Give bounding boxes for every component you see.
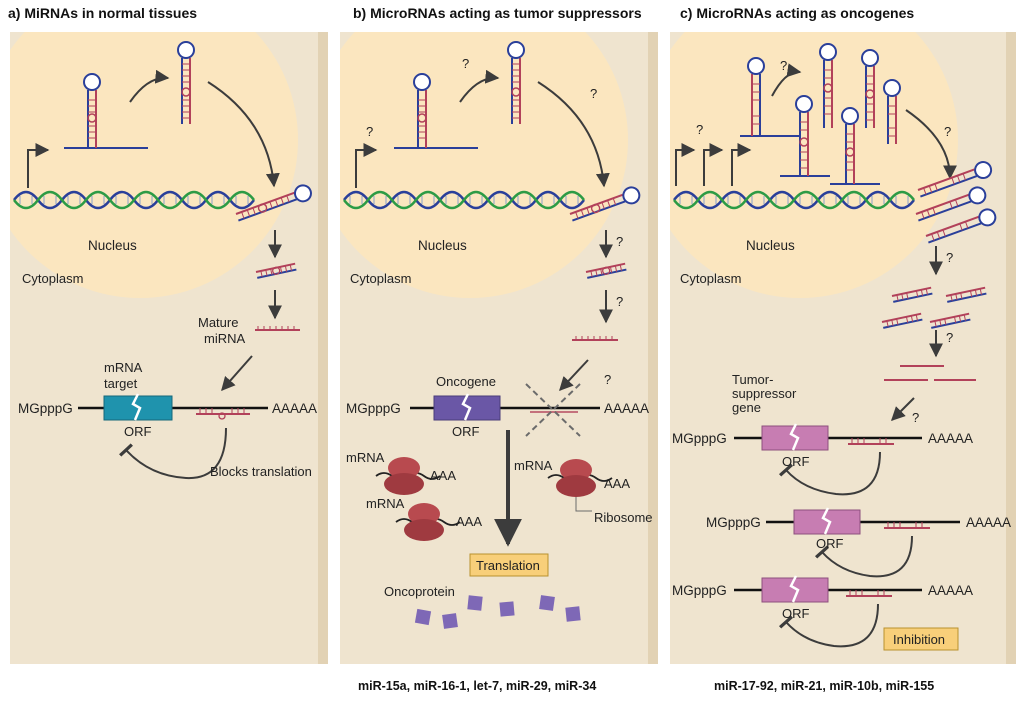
pri-mirna-a xyxy=(64,73,148,149)
nucleus-circle-b xyxy=(340,32,628,298)
inhibition-label: Inhibition xyxy=(893,632,945,647)
target-label-a-line2: target xyxy=(104,376,138,391)
orf-label-c-1: ORF xyxy=(782,454,810,469)
exported-pre-mirnas-c xyxy=(915,161,997,244)
panel-a: Nucleus Cytoplasm Mature miRNA mRNA targ… xyxy=(10,32,328,664)
mature-mirna-a xyxy=(255,326,300,331)
orf-label-b: ORF xyxy=(452,424,480,439)
mirna-duplex-b xyxy=(585,262,627,279)
cytoplasm-label-c: Cytoplasm xyxy=(680,271,741,286)
question-c-2: ? xyxy=(780,58,787,73)
pri-mirna-b xyxy=(394,73,478,149)
panel-b-footer: miR-15a, miR-16-1, let-7, miR-29, miR-34 xyxy=(358,679,596,693)
exported-pre-mirna-b xyxy=(569,186,641,222)
dna-helix-b xyxy=(343,190,585,210)
panel-c-title: c) MicroRNAs acting as oncogenes xyxy=(680,5,914,21)
orf-label-c-2: ORF xyxy=(816,536,844,551)
panel-b-title: b) MicroRNAs acting as tumor suppressors xyxy=(353,5,642,21)
target-label-a-line1: mRNA xyxy=(104,360,143,375)
question-b-1: ? xyxy=(366,124,373,139)
question-b-5: ? xyxy=(616,294,623,309)
polya-label-b: AAAAA xyxy=(604,401,649,416)
question-c-5: ? xyxy=(946,330,953,345)
tsg-label-line1: Tumor- xyxy=(732,372,773,387)
tsg-mrna-1 xyxy=(734,423,922,496)
blocks-translation-label: Blocks translation xyxy=(210,464,312,479)
pre-mirna-b xyxy=(507,41,525,124)
nucleus-label-a: Nucleus xyxy=(88,238,137,253)
mrna-label-b-2: mRNA xyxy=(366,496,405,511)
mature-mirnas-c xyxy=(884,365,976,381)
cytoplasm-label-a: Cytoplasm xyxy=(22,271,83,286)
dna-helix-c xyxy=(673,190,915,210)
polya-label-a: AAAAA xyxy=(272,401,317,416)
mature-label-a-line1: Mature xyxy=(198,315,238,330)
question-b-6: ? xyxy=(604,372,611,387)
inhibition-box xyxy=(883,627,959,651)
question-b-3: ? xyxy=(590,86,597,101)
tsg-mrna-3 xyxy=(734,575,922,648)
translation-box xyxy=(469,553,549,577)
tsg-mrna-2 xyxy=(766,507,960,578)
question-b-2: ? xyxy=(462,56,469,71)
oncoprotein-label: Oncoprotein xyxy=(384,584,455,599)
mrna-label-b-3: mRNA xyxy=(514,458,553,473)
nucleus-label-c: Nucleus xyxy=(746,238,795,253)
cap-label-c-1: MGpppG xyxy=(672,431,727,446)
mirna-duplex-a xyxy=(255,262,297,279)
polya-label-c-1: AAAAA xyxy=(928,431,973,446)
panel-a-title: a) MiRNAs in normal tissues xyxy=(8,5,197,21)
ribosome-group-1: mRNA AAA xyxy=(346,450,456,495)
cap-label-c-2: MGpppG xyxy=(706,515,761,530)
failed-binding-b xyxy=(525,383,581,437)
tsg-label-line2: suppressor xyxy=(732,386,797,401)
panel-c: ? xyxy=(670,32,1016,664)
question-c-4: ? xyxy=(946,250,953,265)
aaa-label-b-2: AAA xyxy=(456,514,482,529)
mature-mirna-b xyxy=(572,336,618,341)
question-c-1: ? xyxy=(696,122,703,137)
pre-mirna-a xyxy=(177,41,195,124)
polya-label-c-3: AAAAA xyxy=(928,583,973,598)
question-b-4: ? xyxy=(616,234,623,249)
cytoplasm-label-b: Cytoplasm xyxy=(350,271,411,286)
pri-mirnas-c xyxy=(740,43,901,185)
panel-b: ? ? ? Nucleus Cytoplasm xyxy=(340,32,658,664)
panel-c-footer: miR-17-92, miR-21, miR-10b, miR-155 xyxy=(714,679,934,693)
oncoprotein-squares xyxy=(414,595,581,629)
bound-mirna-a xyxy=(196,408,250,420)
mirna-duplexes-c xyxy=(881,286,987,329)
oncogene-label: Oncogene xyxy=(436,374,496,389)
question-c-6: ? xyxy=(912,410,919,425)
cap-label-a: MGpppG xyxy=(18,401,73,416)
nucleus-circle-a xyxy=(10,32,298,298)
polya-label-c-2: AAAAA xyxy=(966,515,1011,530)
ribosome-group-3: mRNA AAA Ribosome xyxy=(514,458,653,525)
nucleus-circle-c xyxy=(670,32,958,298)
orf-label-c-3: ORF xyxy=(782,606,810,621)
exported-pre-mirna-a xyxy=(235,184,312,222)
question-c-3: ? xyxy=(944,124,951,139)
dna-helix-a xyxy=(13,190,255,210)
cap-label-c-3: MGpppG xyxy=(672,583,727,598)
cap-label-b: MGpppG xyxy=(346,401,401,416)
ribosome-label: Ribosome xyxy=(594,510,653,525)
orf-label-a: ORF xyxy=(124,424,152,439)
aaa-label-b-3: AAA xyxy=(604,476,630,491)
mature-label-a-line2: miRNA xyxy=(204,331,245,346)
tsg-label-line3: gene xyxy=(732,400,761,415)
mrna-label-b-1: mRNA xyxy=(346,450,385,465)
aaa-label-b-1: AAA xyxy=(430,468,456,483)
ribosome-group-2: mRNA AAA xyxy=(366,496,482,541)
nucleus-label-b: Nucleus xyxy=(418,238,467,253)
translation-label: Translation xyxy=(476,558,540,573)
